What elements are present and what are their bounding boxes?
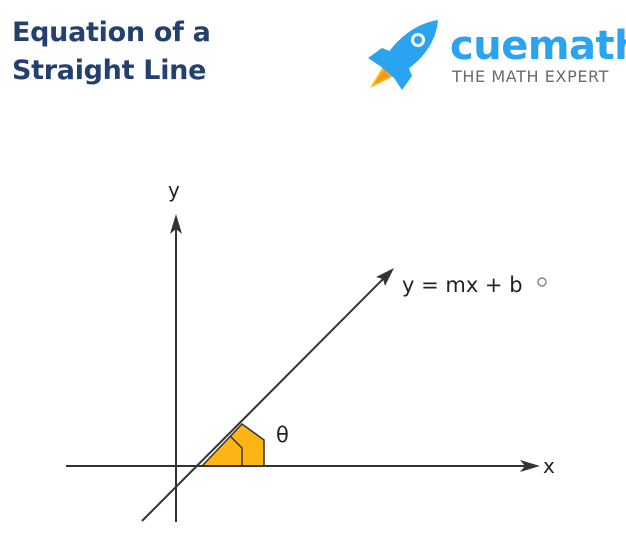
brand-tagline: THE MATH EXPERT <box>452 67 609 86</box>
y-axis-label: y <box>168 178 180 202</box>
x-axis-arrowhead <box>520 460 540 472</box>
straight-line-arrowhead <box>376 268 394 286</box>
line-equation-label: y = mx + b <box>402 273 523 297</box>
straight-line <box>141 275 387 522</box>
brand-name: cuemath <box>450 23 626 69</box>
point-marker <box>537 277 547 287</box>
x-axis-label: x <box>543 454 555 478</box>
y-axis-arrowhead <box>170 214 182 234</box>
angle-theta-label: θ <box>276 423 289 447</box>
cuemath-logo: cuemath THE MATH EXPERT <box>360 18 626 98</box>
rocket-icon <box>368 20 438 90</box>
title-line-2: Straight Line <box>12 55 207 86</box>
angle-inner-arc <box>229 435 243 466</box>
page-title: Equation of a Straight Line <box>12 14 211 90</box>
title-line-1: Equation of a <box>12 17 211 48</box>
